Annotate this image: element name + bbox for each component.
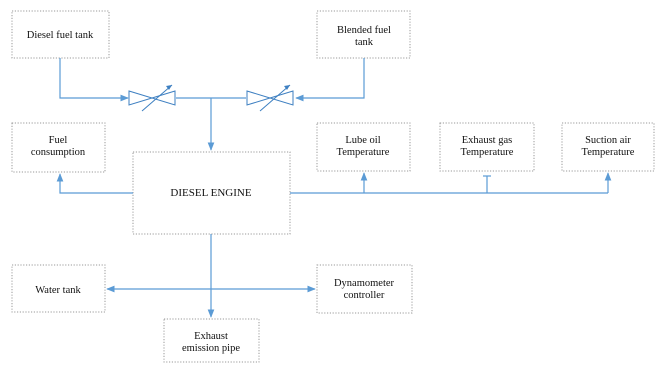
exhaust-emission-pipe-label-line2: emission pipe xyxy=(182,343,240,354)
water-tank-label: Water tank xyxy=(35,285,81,296)
diesel-engine-label: DIESEL ENGINE xyxy=(170,187,251,199)
exhaust-emission-pipe-label-line1: Exhaust xyxy=(194,331,228,342)
water-tank-node: Water tank xyxy=(11,264,106,313)
exhaust-gas-temperature-label-line1: Exhaust gas xyxy=(462,135,512,146)
diesel-fuel-tank-label: Diesel fuel tank xyxy=(27,30,94,41)
dynamometer-controller-label-line2: controller xyxy=(344,290,385,301)
exhaust-gas-temperature-node: Exhaust gas Temperature xyxy=(439,122,535,172)
diesel-engine-node: DIESEL ENGINE xyxy=(132,151,291,235)
lube-oil-temperature-node: Lube oil Temperature xyxy=(316,122,411,172)
diesel-control-valve-icon xyxy=(128,84,176,112)
fuel-consumption-label-line2: consumption xyxy=(31,147,86,158)
dynamometer-controller-label-line1: Dynamometer xyxy=(334,278,395,289)
lube-oil-temperature-label-line2: Temperature xyxy=(337,147,390,158)
blended-control-valve-icon xyxy=(246,84,294,112)
suction-air-temperature-label-line2: Temperature xyxy=(582,147,635,158)
diesel-fuel-tank-node: Diesel fuel tank xyxy=(11,10,110,59)
blended-fuel-tank-label-line1: Blended fuel xyxy=(337,25,391,36)
dynamometer-controller-node: Dynamometer controller xyxy=(316,264,413,314)
fuel-consumption-label-line1: Fuel xyxy=(49,135,68,146)
exhaust-gas-temperature-label-line2: Temperature xyxy=(461,147,514,158)
blended-tank-to-valve-connector xyxy=(295,58,365,102)
blended-fuel-tank-node: Blended fuel tank xyxy=(316,10,411,59)
fuel-consumption-node: Fuel consumption xyxy=(11,122,106,173)
engine-to-fuel-consumption-connector xyxy=(56,173,133,194)
diesel-tank-to-valve-connector xyxy=(59,58,129,102)
exhaust-emission-pipe-node: Exhaust emission pipe xyxy=(163,318,260,363)
blended-fuel-tank-label-line2: tank xyxy=(355,37,374,48)
suction-air-temperature-label-line1: Suction air xyxy=(585,135,631,146)
lube-oil-temperature-label-line1: Lube oil xyxy=(345,135,380,146)
suction-air-temperature-node: Suction air Temperature xyxy=(561,122,655,172)
